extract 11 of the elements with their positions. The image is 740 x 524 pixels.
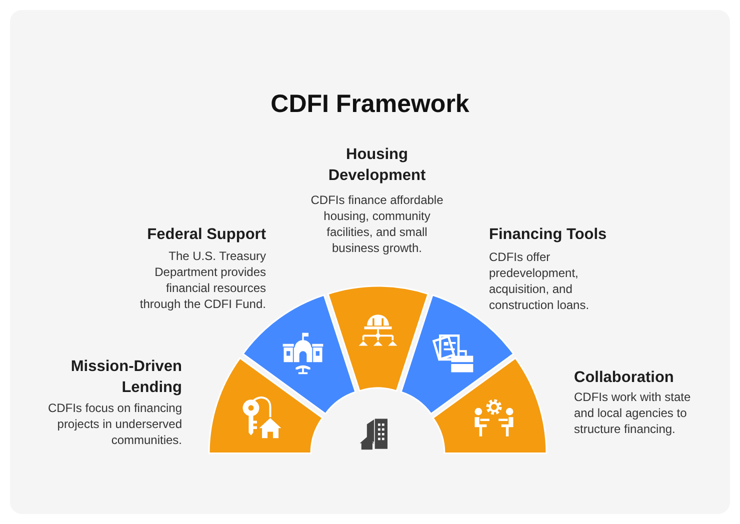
segment-description: CDFIs finance affordable housing, community facilities, and small business growth. (310, 192, 444, 256)
segment-heading: Collaboration (574, 368, 675, 388)
segment-heading: Housing Development (328, 145, 426, 186)
segment-heading: Mission-Driven Lending (70, 357, 182, 398)
segment-heading: Financing Tools (489, 225, 608, 245)
segment-description: CDFIs focus on financing projects in underserved communities. (46, 400, 182, 448)
segment-description: CDFIs offer predevelopment, acquisition, and construction loans. (489, 249, 590, 313)
segment-description: The U.S. Treasury Department provides financial resources through the CDFI Fund. (138, 248, 266, 312)
title: CDFI Framework (270, 89, 470, 119)
segment-heading: Federal Support (146, 225, 266, 245)
segment-description: CDFIs work with state and local agencies to structure financing. (574, 389, 692, 437)
